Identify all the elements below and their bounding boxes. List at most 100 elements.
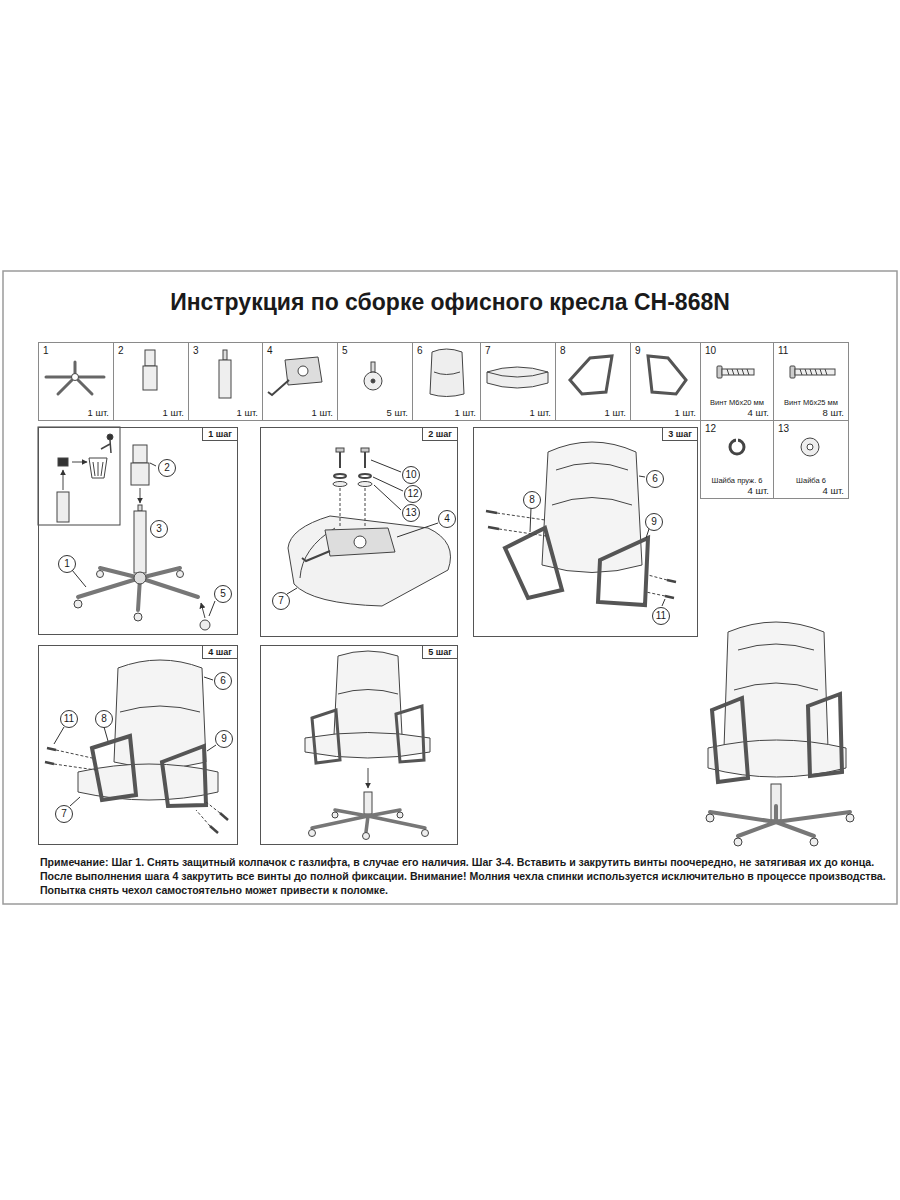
part-number: 6 — [417, 345, 423, 357]
screws — [486, 511, 676, 598]
seat-picture — [487, 367, 548, 388]
armrest — [162, 746, 206, 806]
callout-number: 7 — [61, 808, 67, 820]
callout-number: 9 — [221, 733, 227, 745]
part-description: Шайба 6 — [796, 476, 826, 485]
callout-circle: 10 — [402, 466, 420, 484]
armrest-picture — [570, 356, 612, 394]
back-seam — [338, 690, 398, 695]
callout-circle: 8 — [523, 491, 541, 509]
part-description: Винт М6х20 мм — [710, 398, 764, 407]
caster — [363, 833, 370, 840]
arrow — [201, 603, 205, 618]
base-picture — [46, 362, 104, 394]
cover-picture — [145, 350, 155, 366]
chair-back — [334, 651, 402, 740]
leader-lines — [287, 460, 438, 594]
step-panel: 5 шаг — [260, 645, 458, 845]
part-quantity: 4 шт. — [748, 485, 769, 496]
armrest — [808, 694, 842, 776]
screw-picture — [722, 369, 754, 375]
part-number: 10 — [705, 345, 716, 357]
caster — [200, 620, 210, 630]
part-cell: 12Шайба пруж. 64 шт. — [700, 420, 774, 499]
callout-number: 7 — [278, 595, 284, 607]
sheet-frame — [3, 271, 897, 904]
callout-circle: 2 — [158, 459, 176, 477]
part-description: Шайба пруж. 6 — [712, 476, 763, 485]
arrow — [140, 488, 141, 503]
callout-number: 11 — [64, 713, 74, 725]
armrest — [396, 706, 424, 762]
part-quantity: 1 шт. — [88, 407, 109, 418]
callout-circle: 11 — [652, 607, 670, 625]
step-panel: 4 шаг611897 — [38, 645, 238, 845]
part-quantity: 8 шт. — [823, 407, 844, 418]
gaslift — [364, 792, 372, 814]
washer-hole — [807, 444, 813, 450]
leader-lines — [54, 677, 216, 806]
step-label: 3 шаг — [662, 428, 697, 441]
person-icon — [107, 434, 113, 440]
step-label: 4 шаг — [202, 646, 237, 659]
caster — [309, 830, 316, 837]
callout-circle: 5 — [214, 585, 232, 603]
caster — [846, 814, 854, 822]
caster-picture — [364, 372, 382, 390]
callout-circle: 1 — [58, 555, 76, 573]
callout-number: 5 — [220, 588, 226, 600]
gaslift-picture — [219, 360, 231, 398]
callout-number: 13 — [405, 507, 416, 519]
part-quantity: 1 шт. — [237, 407, 258, 418]
part-number: 2 — [118, 345, 124, 357]
part-cell: 61 шт. — [412, 342, 481, 421]
step3-picture — [486, 442, 676, 606]
part-cell: 41 шт. — [262, 342, 338, 421]
part-description: Винт М6х25 мм — [784, 398, 838, 407]
step4-picture — [45, 660, 228, 833]
caster — [332, 812, 338, 818]
back-seam — [552, 463, 632, 505]
screws — [45, 748, 228, 833]
parts-pictures — [46, 349, 835, 456]
leader-lines — [530, 476, 665, 606]
screw-thread — [727, 369, 749, 375]
assembled-chair — [706, 622, 854, 846]
part-cell: 13Шайба 64 шт. — [773, 420, 849, 499]
part-cell: 1 1 шт. — [38, 342, 114, 421]
callout-circle: 12 — [404, 485, 422, 503]
part-number: 1 — [43, 345, 49, 357]
part-quantity: 1 шт. — [530, 407, 551, 418]
back-seam — [434, 372, 460, 375]
part-cell: 10Винт М6х20 мм4 шт. — [700, 342, 774, 421]
part-quantity: 1 шт. — [312, 407, 333, 418]
mechanism-lever — [268, 380, 289, 395]
base — [710, 806, 850, 836]
gaslift — [134, 511, 146, 573]
part-quantity: 1 шт. — [163, 407, 184, 418]
base-hub — [134, 572, 146, 584]
step-panel: 3 шаг68911 — [473, 427, 698, 637]
mechanism-picture — [298, 366, 308, 376]
person-icon — [101, 440, 111, 453]
callout-number: 10 — [405, 469, 416, 481]
part-cell: 11Винт М6х25 мм8 шт. — [773, 342, 849, 421]
armrest — [598, 538, 648, 605]
part-number: 11 — [778, 345, 788, 357]
back-picture — [430, 349, 464, 397]
part-cell: 2 1 шт. — [113, 342, 189, 421]
caster — [734, 838, 742, 846]
callout-circle: 7 — [272, 592, 290, 610]
chair-back — [724, 622, 828, 755]
step1-picture — [38, 427, 215, 630]
armrest — [312, 710, 340, 763]
assembly-note: Примечание: Шаг 1. Снять защитный колпач… — [40, 855, 892, 897]
screw-picture — [795, 369, 835, 375]
base — [78, 568, 198, 610]
callout-circle: 4 — [438, 510, 456, 528]
step-label: 5 шаг — [422, 646, 457, 659]
callout-circle: 3 — [150, 520, 168, 538]
cover-picture — [143, 366, 157, 390]
page-title: Инструкция по сборке офисного кресла CH-… — [0, 289, 900, 316]
trash-bin — [93, 462, 103, 476]
